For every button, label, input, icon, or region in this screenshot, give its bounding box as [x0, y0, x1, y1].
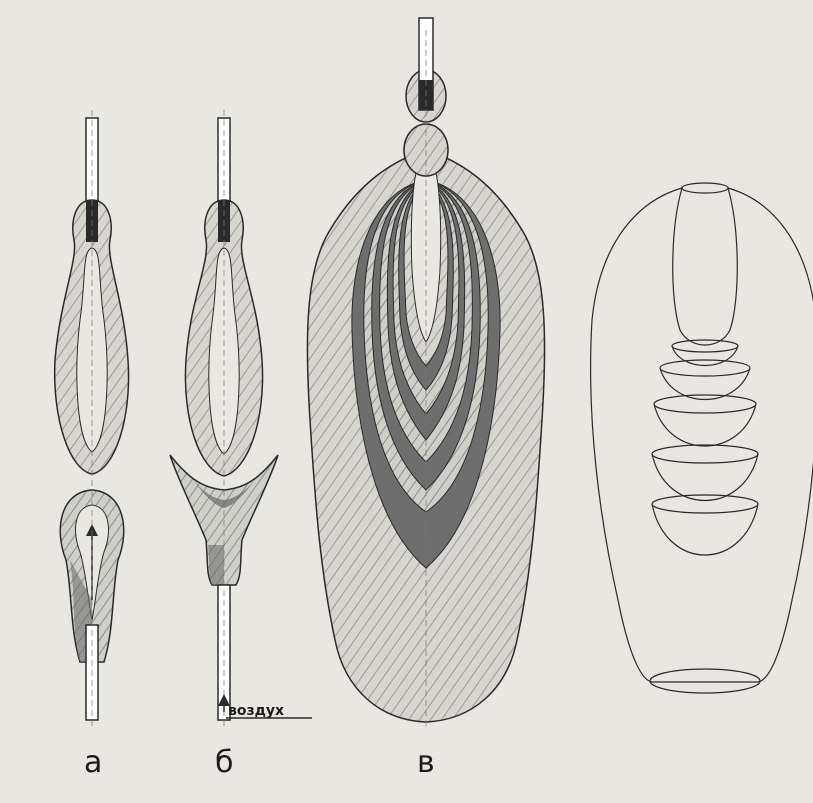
figure-vessel-outline	[591, 183, 813, 693]
air-label: воздух	[228, 703, 284, 719]
figure-b: воздух	[170, 110, 312, 730]
label-a: а	[84, 745, 102, 780]
figure-v	[307, 18, 544, 730]
label-v: в	[417, 745, 435, 780]
figure-a	[55, 110, 129, 730]
label-b: б	[215, 745, 234, 780]
